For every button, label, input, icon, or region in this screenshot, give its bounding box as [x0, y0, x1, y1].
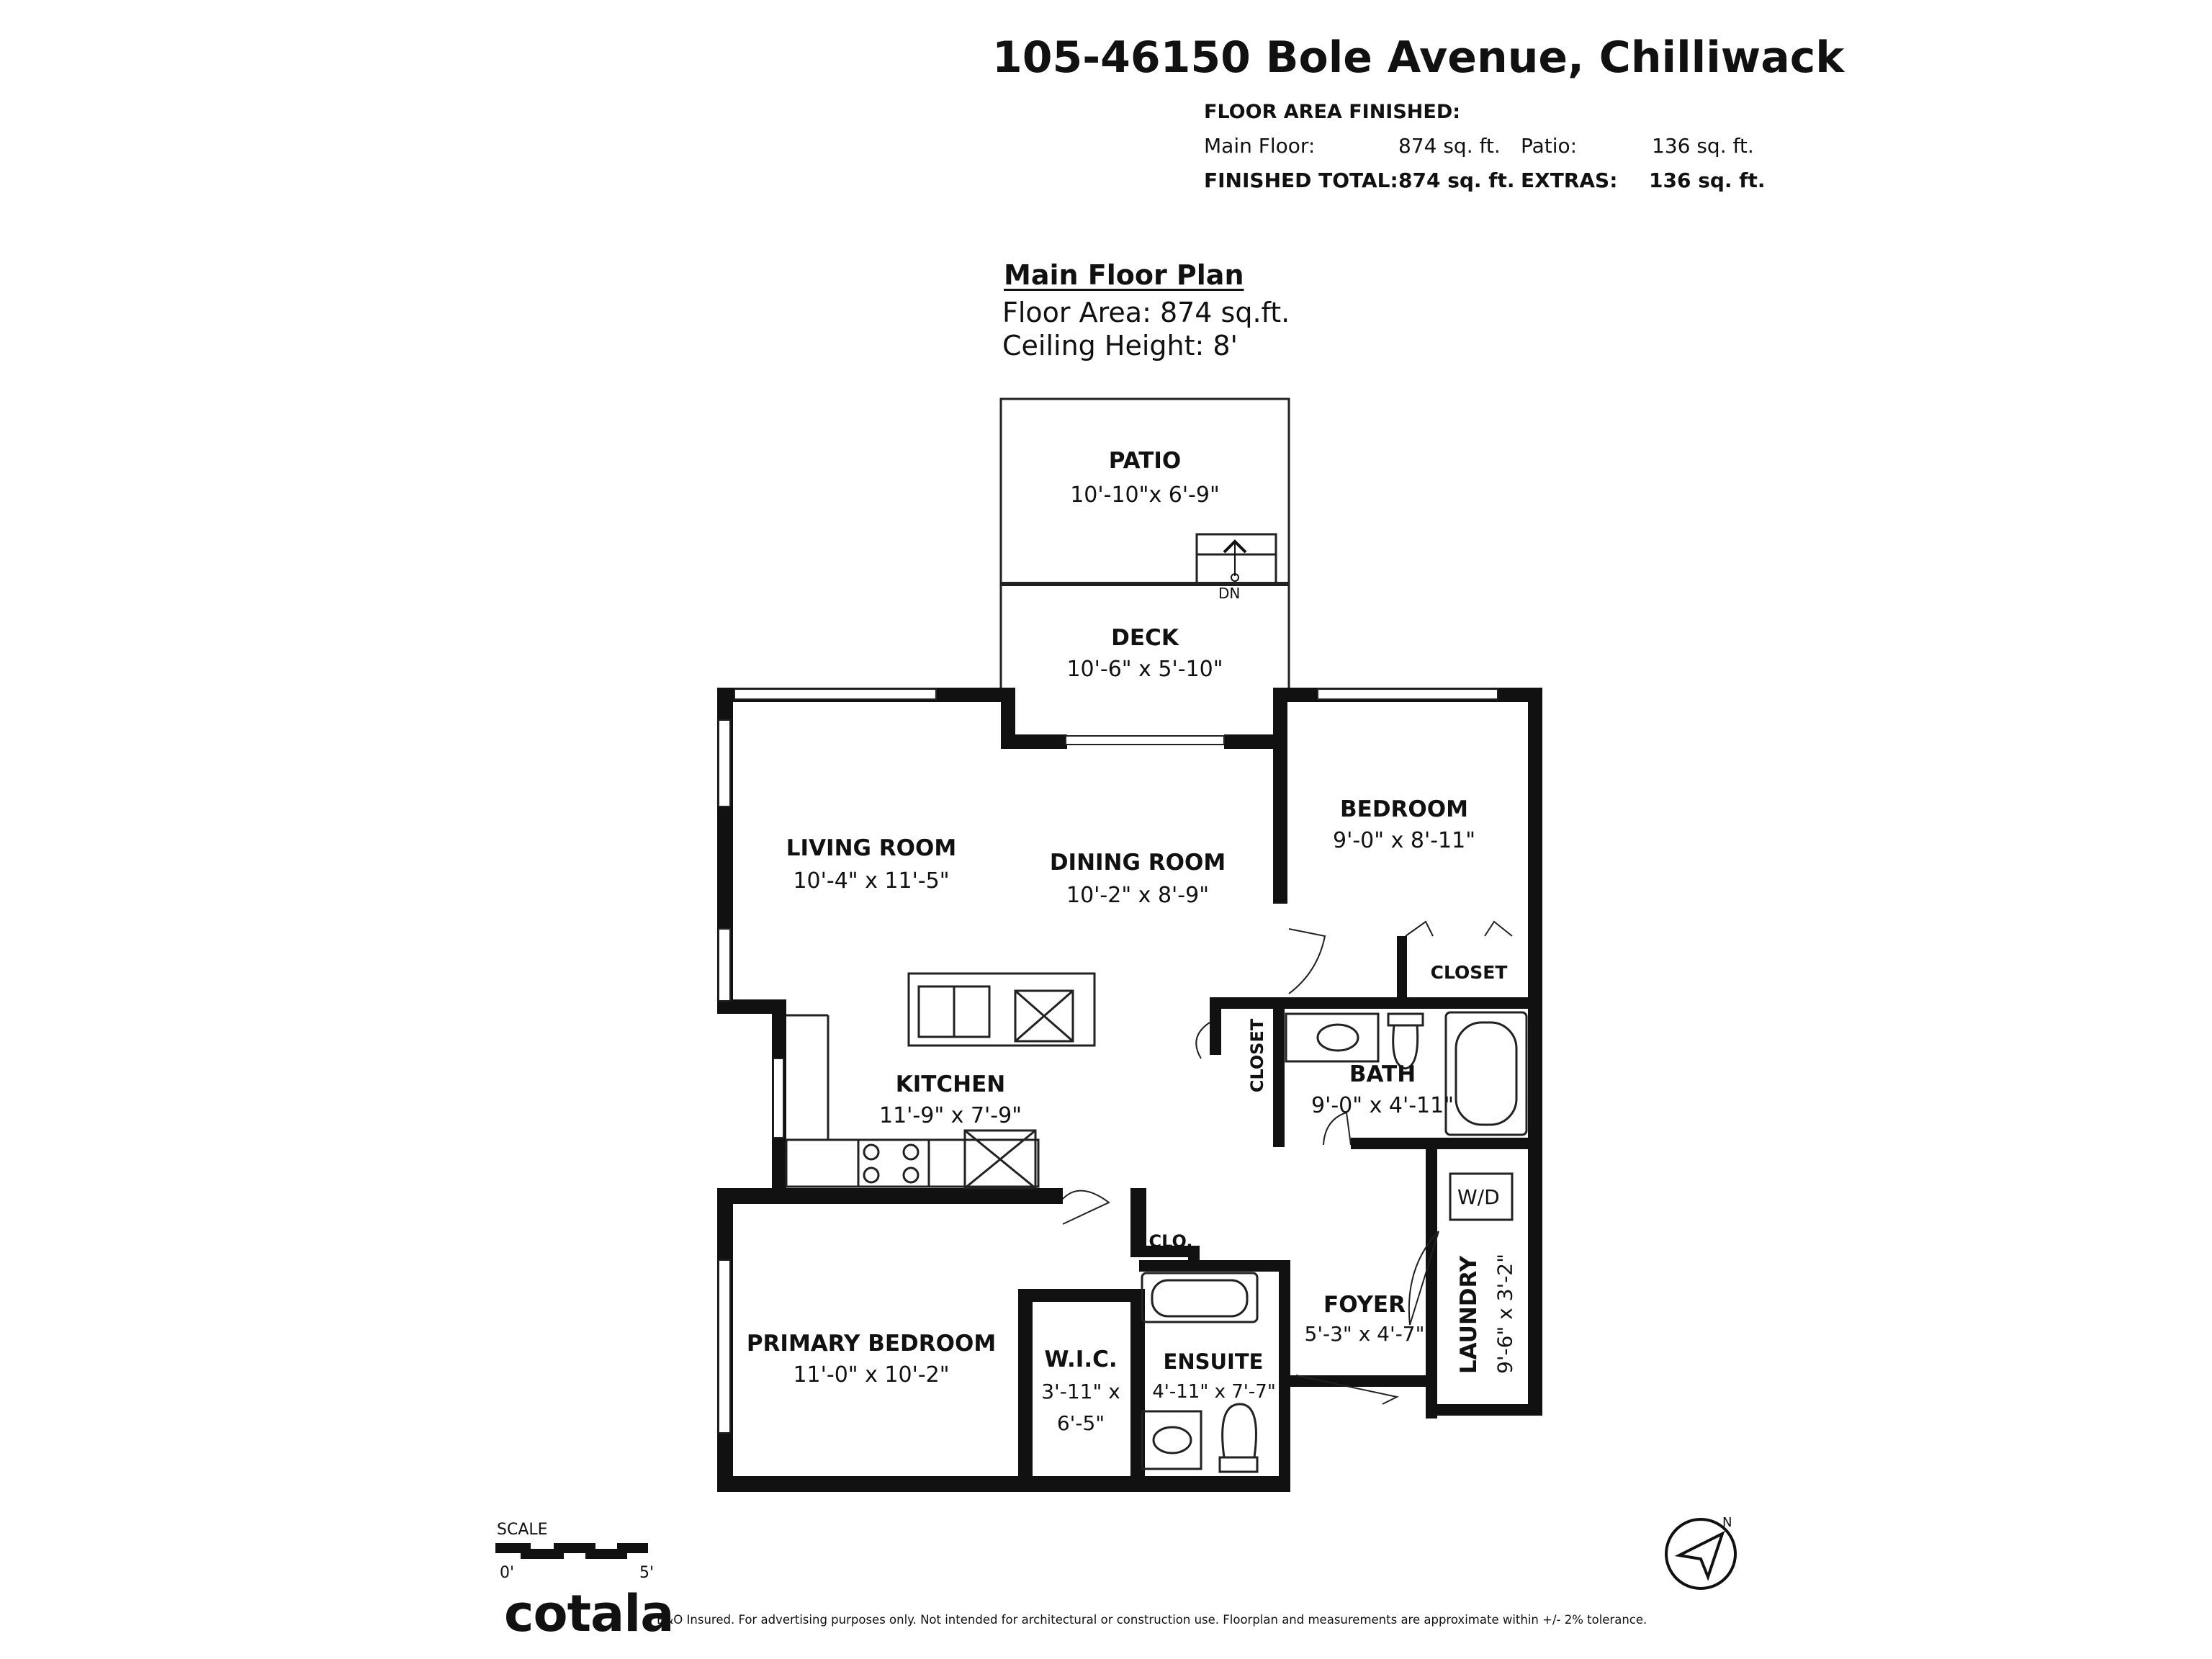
- brand-logo: cotala: [504, 1584, 675, 1643]
- deck-dims: 10'-6" x 5'-10": [1066, 657, 1223, 682]
- patio-area-value: 136 sq. ft.: [1652, 134, 1754, 158]
- patio-dims: 10'-10"x 6'-9": [1070, 482, 1220, 508]
- svg-text:N: N: [1722, 1515, 1732, 1530]
- plan-ceiling-height: Ceiling Height: 8': [1002, 330, 1238, 361]
- clo-label: CLO.: [1148, 1231, 1193, 1251]
- living-room-name: LIVING ROOM: [786, 835, 957, 861]
- kitchen-fixtures: [785, 972, 1096, 1190]
- bedroom-dims: 9'-0" x 8'-11": [1332, 828, 1475, 853]
- disclaimer-text: E&O Insured. For advertising purposes on…: [657, 1613, 1647, 1627]
- plan-floor-area: Floor Area: 874 sq.ft.: [1002, 297, 1290, 328]
- plan-title: Main Floor Plan: [1004, 259, 1244, 291]
- kitchen-dims: 11'-9" x 7'-9": [878, 1103, 1022, 1128]
- bath-name: BATH: [1349, 1061, 1416, 1087]
- finished-total-label: FINISHED TOTAL:: [1204, 168, 1398, 192]
- hall-closet-label: CLOSET: [1247, 1018, 1267, 1093]
- washer-dryer-label: W/D: [1457, 1185, 1500, 1209]
- scale-bar: [495, 1543, 648, 1559]
- laundry-dims: 9'-6" x 3'-2": [1493, 1254, 1517, 1374]
- ensuite-name: ENSUITE: [1163, 1349, 1264, 1374]
- foyer-name: FOYER: [1323, 1292, 1406, 1318]
- kitchen-name: KITCHEN: [895, 1071, 1006, 1097]
- dining-room-dims: 10'-2" x 8'-9": [1066, 883, 1209, 908]
- stair-arrow-icon: [1223, 539, 1247, 582]
- north-arrow-icon: N: [1665, 1515, 1737, 1590]
- windows: [718, 688, 1498, 1434]
- extras-value: 136 sq. ft.: [1649, 168, 1766, 192]
- finished-total-value: 874 sq. ft.: [1398, 168, 1515, 192]
- primary-bedroom-name: PRIMARY BEDROOM: [746, 1331, 997, 1357]
- laundry-name: LAUNDRY: [1456, 1255, 1482, 1375]
- dining-room-name: DINING ROOM: [1049, 850, 1226, 876]
- extras-label: EXTRAS:: [1521, 168, 1618, 192]
- stairs-label: DN: [1218, 585, 1241, 602]
- primary-bedroom-dims: 11'-0" x 10'-2": [793, 1362, 950, 1388]
- floor-area-heading: FLOOR AREA FINISHED:: [1204, 101, 1461, 123]
- main-floor-label: Main Floor:: [1204, 134, 1316, 158]
- patio-name: PATIO: [1108, 448, 1182, 474]
- wic-dims-b: 6'-5": [1056, 1411, 1105, 1435]
- deck-name: DECK: [1111, 625, 1179, 651]
- bedroom-closet-label: CLOSET: [1430, 962, 1508, 983]
- scale-start: 0': [500, 1564, 515, 1582]
- scale-end: 5': [639, 1564, 655, 1582]
- wic-name: W.I.C.: [1044, 1346, 1118, 1372]
- patio-area-label: Patio:: [1521, 134, 1578, 158]
- living-room-dims: 10'-4" x 11'-5": [793, 868, 950, 894]
- door-swings: [1062, 920, 1513, 1405]
- foyer-dims: 5'-3" x 4'-7": [1304, 1322, 1425, 1346]
- address-title: 105-46150 Bole Avenue, Chilliwack: [992, 32, 1845, 83]
- ensuite-dims: 4'-11" x 7'-7": [1152, 1381, 1276, 1403]
- bath-fixtures: [1141, 1011, 1528, 1473]
- scale-label: SCALE: [497, 1521, 548, 1539]
- wic-dims-a: 3'-11" x: [1041, 1380, 1120, 1403]
- bedroom-name: BEDROOM: [1340, 796, 1468, 822]
- bath-dims: 9'-0" x 4'-11": [1310, 1093, 1454, 1118]
- main-floor-value: 874 sq. ft.: [1398, 134, 1501, 158]
